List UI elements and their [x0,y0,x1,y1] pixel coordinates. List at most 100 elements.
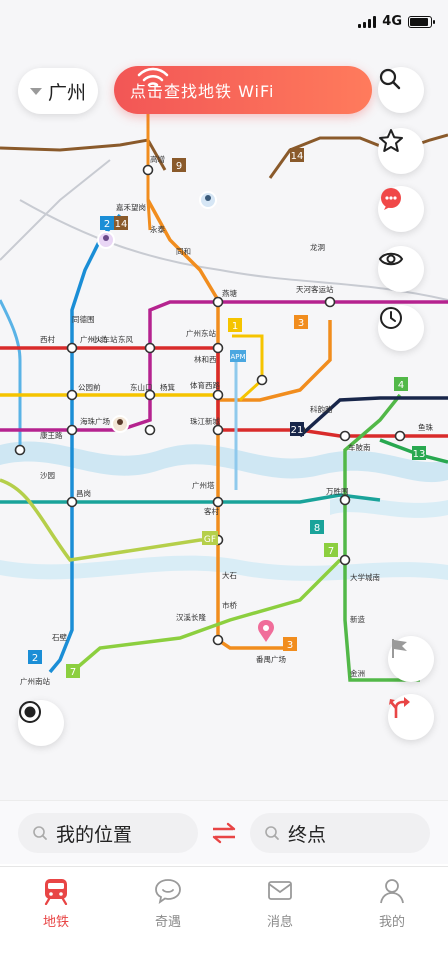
tab-profile[interactable]: 我的 [336,867,448,960]
tab-messages[interactable]: 消息 [224,867,336,960]
line-1 [232,334,264,402]
view-button[interactable] [378,246,424,292]
subway-icon [44,879,68,905]
badge-line-7: 7 [328,546,334,557]
label-wanshengwei: 万胜围 [326,486,349,496]
station-labels: 西村 广州火车站 公园前 海珠广场 东山口 杨箕 体育西路 珠江新城 广州塔 客… [20,154,433,686]
clock-icon [380,307,402,329]
badge-line-8: 8 [314,523,320,534]
flag-button[interactable] [388,636,434,682]
label-jiahewanggang: 嘉禾望岗 [116,202,146,212]
city-name: 广州 [47,81,86,104]
search-icon [265,826,279,840]
metro-map[interactable]: 2 14 9 1 3 4 21 13 8 7 GF APM 2 7 3 14 西… [0,0,448,800]
label-zhujiang-newtown: 珠江新城 [190,416,220,426]
line-gf [0,478,218,562]
badge-line-3: 3 [298,318,304,329]
find-wifi-banner[interactable]: 点击查找地铁 WiFi [114,66,372,114]
metro-map-canvas[interactable]: 2 14 9 1 3 4 21 13 8 7 GF APM 2 7 3 14 西… [0,0,448,800]
swap-icon[interactable] [210,821,238,845]
tab-messages-label: 消息 [266,915,293,930]
battery-icon [408,15,435,28]
origin-text: 我的位置 [56,823,133,846]
label-kecun: 客村 [204,506,219,516]
pearl-river [0,441,448,483]
favorites-button[interactable] [378,128,424,174]
label-tongdewei: 同德围 [72,314,95,324]
minor-line [19,199,448,301]
label-dashi: 大石 [222,570,237,580]
badge-line-gf: GF [204,535,216,545]
badge-line-9: 9 [176,161,182,172]
river-east [330,497,448,518]
tab-metro[interactable]: 地铁 [0,867,112,960]
history-button[interactable] [378,305,424,351]
tab-encounter-label: 奇遇 [154,915,181,930]
label-hanxi: 汉溪长隆 [176,612,206,622]
chat-button[interactable] [378,186,424,232]
label-guangzhou-east: 广州东站 [186,328,216,338]
minor-line [0,159,111,261]
star-icon [379,129,403,152]
map-avatar-1[interactable] [97,231,115,249]
tab-encounter[interactable]: 奇遇 [112,867,224,960]
label-fanyu-square: 番禺广场 [256,654,286,664]
map-avatar-3[interactable] [111,415,129,433]
map-avatar-2[interactable] [199,191,217,209]
label-daxuecheng: 大学城南 [350,572,380,582]
line-2-north [0,299,22,450]
line-5-east [218,428,448,438]
label-shiqiao: 市桥 [222,600,237,610]
eye-icon [378,252,404,266]
line-2 [48,213,122,674]
label-yongtai: 永泰 [150,224,165,234]
label-xicun: 西村 [40,334,55,344]
status-bar: 4G [0,0,448,44]
envelope-icon [268,881,292,900]
locate-button[interactable] [18,700,64,746]
label-gongyuanqian: 公园前 [78,382,101,392]
label-jinzhou: 金洲 [350,668,365,678]
line-8 [0,493,381,504]
wifi-banner-text: 点击查找地铁 WiFi [130,82,275,101]
city-selector[interactable]: 广州 [18,68,98,114]
line-badges: 2 14 9 1 3 4 21 13 8 7 GF APM 2 7 3 14 [28,148,426,678]
network-type: 4G [382,14,402,29]
label-longdong: 龙洞 [310,242,325,252]
badge-line-4: 4 [398,380,404,391]
chat-bubble-icon [381,188,401,210]
badge-line-21: 21 [291,425,304,436]
label-xinzao: 新造 [350,614,365,624]
map-pin[interactable] [258,620,274,642]
label-guangzhou-south: 广州南站 [20,676,50,686]
line-7 [70,558,342,674]
chat-bubble-icon [155,879,181,905]
label-xiaobei: 小北 [92,335,107,344]
line-4 [343,393,420,682]
label-tianhe-coach: 天河客运站 [296,284,334,294]
route-direction-button[interactable] [388,694,434,740]
wifi-icon [137,67,169,87]
destination-field[interactable]: 终点 [250,813,430,853]
label-haizhu-square: 海珠广场 [80,416,110,426]
label-dongfeng: 东风 [118,334,133,344]
search-button[interactable] [378,67,424,113]
badge-line-7-south: 7 [70,667,76,678]
label-guangzhou-ta: 广州塔 [192,480,215,490]
user-icon [380,879,404,904]
origin-field[interactable]: 我的位置 [18,813,198,853]
label-yangji: 杨箕 [160,382,175,392]
search-icon [379,68,401,90]
badge-line-2: 2 [104,219,110,230]
line-21 [298,396,448,438]
badge-line-14-north: 14 [291,151,304,162]
river-branch [0,555,448,581]
badge-line-14: 14 [115,219,128,230]
label-yuzhu: 鱼珠 [418,422,433,432]
label-kangwang: 康王路 [40,430,63,440]
tab-metro-label: 地铁 [42,915,69,930]
label-shibi: 石壁 [52,632,67,642]
tab-profile-label: 我的 [378,915,405,930]
label-dongshankou: 东山口 [130,382,153,392]
route-planner: 我的位置 终点 [0,800,448,864]
